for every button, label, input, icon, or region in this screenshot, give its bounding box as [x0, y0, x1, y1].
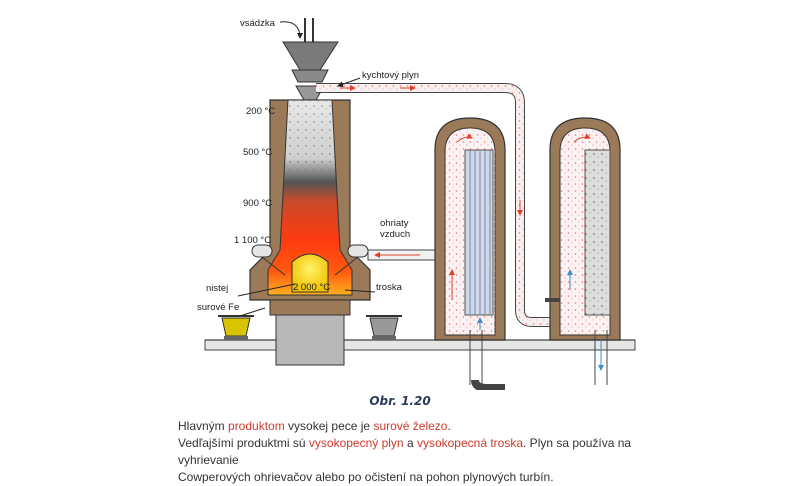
paragraph-line-3: Cowperových ohrievačov alebo po očistení… [178, 470, 554, 484]
label-temp-500: 500 °C [243, 147, 272, 158]
blast-furnace [249, 83, 555, 366]
label-temp-200: 200 °C [246, 106, 275, 117]
highlight-pig-iron: surové železo [373, 419, 448, 433]
text-segment: . Plyn sa používa na vyhrievanie [178, 436, 632, 467]
ground [204, 339, 636, 351]
cowper-stove-2 [545, 117, 621, 385]
label-pig-iron: surové Fe [197, 302, 239, 313]
paragraph-line-2: Vedľajšími produktmi sú vysokopecný plyn… [178, 435, 648, 469]
label-temp-1100: 1 100 °C [234, 235, 271, 246]
highlight-product: produktom [228, 419, 285, 433]
blast-furnace-diagram: vsádzka kychtový plyn 200 °C 500 °C 900 … [197, 18, 636, 390]
text-segment: . [447, 419, 451, 433]
label-temp-2000: 2 000 °C [293, 282, 330, 293]
label-hot-air: ohriaty [380, 218, 409, 229]
paragraph-line-1: Hlavným produktom vysokej pece je surové… [178, 418, 648, 435]
label-slag: troska [376, 282, 403, 293]
label-hearth: nistej [206, 283, 228, 294]
highlight-blast-furnace-gas: vysokopecný plyn [308, 436, 404, 450]
text-segment: Vedľajšími produktmi sú [178, 436, 309, 450]
cowper-stove-1 [434, 117, 506, 390]
label-temp-900: 900 °C [243, 198, 272, 209]
text-segment: a [403, 436, 417, 450]
label-hot-air-2: vzduch [380, 229, 410, 240]
figure-caption: Obr. 1.20 [369, 394, 431, 408]
highlight-slag: vysokopecná troska [416, 436, 524, 450]
pig-iron-ladle [218, 315, 254, 340]
description-paragraph: Hlavným produktom vysokej pece je surové… [178, 418, 648, 486]
label-top-gas: kychtový plyn [362, 70, 419, 81]
slag-ladle [366, 315, 402, 340]
text-segment: Hlavným [178, 419, 229, 433]
charge-hopper [282, 18, 339, 101]
label-leaders [237, 21, 376, 317]
diagram-labels: vsádzka kychtový plyn 200 °C 500 °C 900 … [197, 18, 419, 313]
text-segment: vysokej pece je [284, 419, 374, 433]
label-charge: vsádzka [240, 18, 276, 29]
top-gas-flow-arrows [340, 85, 523, 216]
